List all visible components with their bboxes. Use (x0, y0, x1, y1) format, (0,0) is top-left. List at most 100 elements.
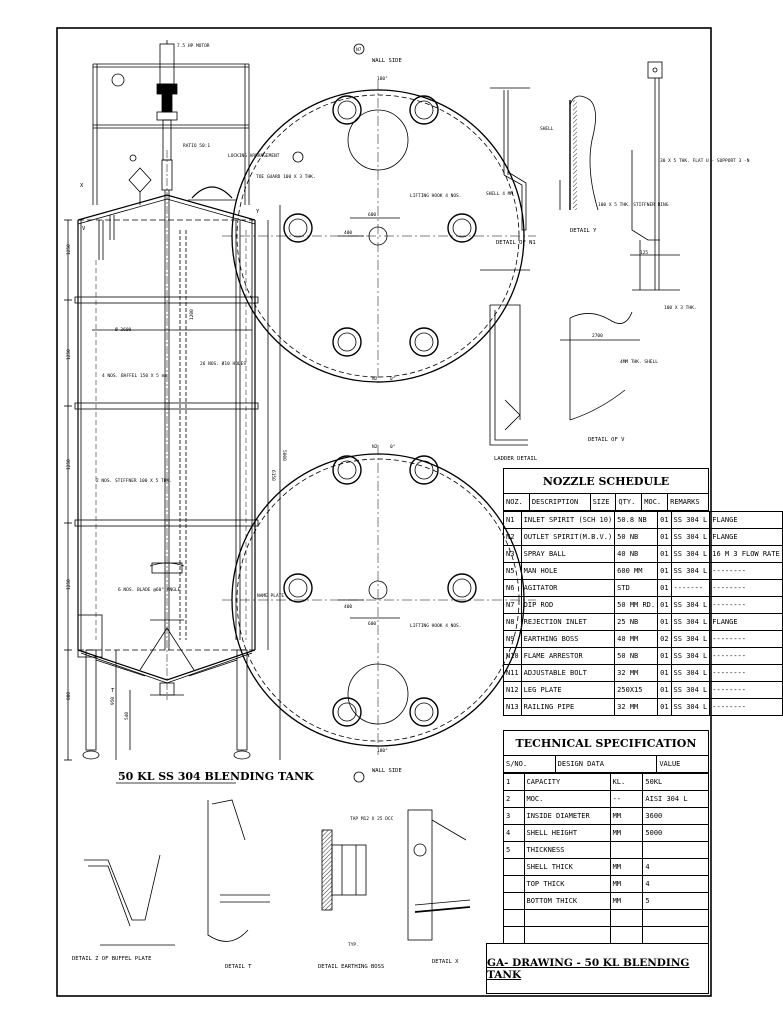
nozzle-cell: 25 NB (614, 613, 659, 631)
nozzle-cell: SS 304 L (670, 511, 711, 529)
nozzle-cell: 50 NB (614, 647, 659, 665)
nozzle-header-row: NOZ. DESCRIPTION SIZE QTY. MOC. REMARKS (503, 493, 709, 511)
tech-cell (609, 909, 644, 927)
nozzle-cell: SS 304 L (670, 528, 711, 546)
tech-cell: 3 (503, 807, 525, 825)
nozzle-cell: 16 M 3 FLOW RATE (709, 545, 783, 563)
tech-cell: 5000 (642, 824, 709, 842)
nozzle-cell: N5 (503, 562, 522, 580)
detail-t-title: DETAIL T (225, 964, 252, 970)
plan-bottom-180: 180° (377, 748, 388, 754)
tech-cell: MM (609, 892, 644, 910)
nozzle-cell: ADJUSTABLE BOLT (520, 664, 616, 682)
toe-guard-label: TOE GUARD 100 X 3 THK. (256, 174, 316, 180)
flat-label: 30 X 5 THK. FLAT U - SUPPORT 3 -N (660, 158, 750, 164)
detail-n1-title: DETAIL OF N1 (496, 240, 536, 246)
nozzle-cell: N7 (503, 596, 522, 614)
tech-spec-title: TECHNICAL SPECIFICATION (503, 730, 709, 756)
nozzle-cell: FLAME ARRESTOR (520, 647, 616, 665)
tech-cell (503, 926, 525, 944)
stiffner-ring-label: 100 X 5 THK. STIFFNER RING (598, 202, 669, 208)
nozzle-cell: N6 (503, 579, 522, 597)
nozzle-cell: SS 304 L (670, 698, 711, 716)
mark-v: V (82, 226, 86, 232)
typ-label: TYP. (348, 942, 359, 948)
detail-z-title: DETAIL Z OF BUFFEL PLATE (72, 956, 151, 962)
tech-cell (503, 892, 525, 910)
nozzle-cell: 50 MM RD. (614, 596, 659, 614)
dim-1250-b: 1250 (66, 349, 72, 360)
plan-bottom-labels: WALL SIDE 180° LIFTING HOOK 4 NOS. N2 0°… (344, 444, 461, 774)
detail-earthing (321, 829, 367, 911)
nozzle-cell: MAN HOLE (520, 562, 616, 580)
nozzle-cell: -------- (709, 579, 783, 597)
nozzle-cell: 50.8 NB (614, 511, 659, 529)
tech-cell: 4 (642, 858, 709, 876)
y-shell-label: SHELL (540, 126, 554, 132)
drawing-canvas: 7.5 HP MOTOR RATIO 50:1 LOCKING ARRANGEM… (56, 27, 750, 997)
tank-elevation (64, 40, 281, 761)
baffel-label: 4 NOS. BAFFEL 150 X 5 mm (102, 373, 167, 379)
nozzle-cell: 600 MM (614, 562, 659, 580)
shell-height-dim: 5000 (281, 450, 287, 461)
dim-125-label: 125 (640, 250, 648, 256)
nozzle-cell: 01 (657, 596, 672, 614)
tech-cell (503, 909, 525, 927)
nozzle-cell: AGITATOR (520, 579, 616, 597)
nozzle-cell: INLET SPIRIT (SCH 10) (520, 511, 616, 529)
nozzle-cell: SS 304 L (670, 647, 711, 665)
plan-top-400: 400 (344, 230, 352, 236)
nozzle-cell: 50 NB (614, 528, 659, 546)
nozzle-cell: REJECTION INLET (520, 613, 616, 631)
plan-top-0: 0° (390, 376, 396, 382)
nozzle-cell: 01 (657, 511, 672, 529)
nozzle-cell: -------- (709, 630, 783, 648)
nozzle-cell: FLANGE (709, 528, 783, 546)
nozzle-cell: N12 (503, 681, 522, 699)
plan-view-bottom (222, 445, 536, 783)
detail-x-title: DETAIL X (432, 959, 459, 965)
technical-specification: TECHNICAL SPECIFICATION S/NO. DESIGN DAT… (503, 730, 709, 944)
nozzle-cell: -------- (709, 681, 783, 699)
plan-top-lifting-hook: LIFTING HOOK 4 NOS. (410, 193, 461, 199)
tech-cell: MM (609, 824, 644, 842)
nozzle-cell: SS 304 L (670, 613, 711, 631)
nozzle-cell: STD (614, 579, 659, 597)
tech-cell: 4 (503, 824, 525, 842)
tech-cell (642, 841, 709, 859)
col-design-data: DESIGN DATA (554, 755, 658, 773)
nozzle-cell: N8 (503, 613, 522, 631)
ladder-title: LADDER DETAIL (494, 456, 538, 462)
nozzle-cell: N9 (503, 630, 522, 648)
nozzle-cell: 40 MM (614, 630, 659, 648)
plan-top-n7: N7 (356, 47, 362, 53)
col-value: VALUE (656, 755, 709, 773)
tech-cell: SHELL THICK (523, 858, 611, 876)
plan-top-180: 180° (377, 76, 388, 82)
col-qty: QTY. (615, 493, 643, 511)
tech-cell: 2 (503, 790, 525, 808)
tech-cell: 50KL (642, 773, 709, 791)
dim-100x3-label: 100 X 3 THK. (664, 305, 697, 311)
mark-x: X (80, 183, 84, 189)
plan-top-labels: WALL SIDE 180° LIFTING HOOK 4 NOS. N2 0°… (344, 47, 461, 382)
nozzle-cell: -------- (709, 664, 783, 682)
tech-cell: THICKNESS (523, 841, 611, 859)
tech-cell: 5 (642, 892, 709, 910)
name-plate-label: NAME PLATE (257, 593, 284, 599)
dim-1250-c: 1250 (66, 459, 72, 470)
